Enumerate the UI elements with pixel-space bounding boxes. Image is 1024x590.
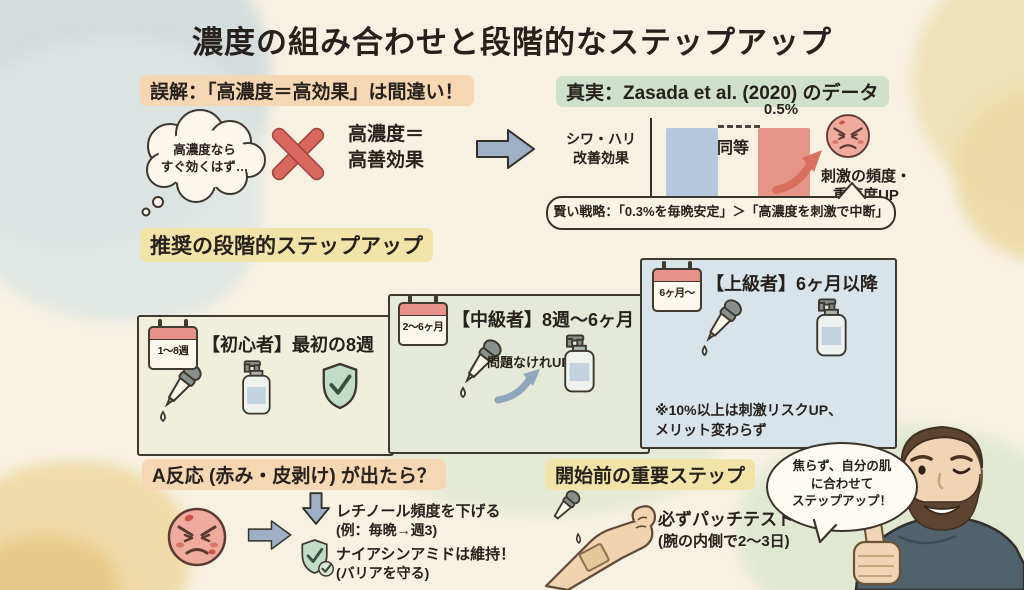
speech-bubble-tail	[812, 519, 838, 543]
truth-header: 真実：Zasada et al. (2020) のデータ	[556, 76, 889, 107]
cross-icon	[271, 127, 325, 181]
shield-check-icon	[322, 362, 358, 410]
thought-bubble-text: 高濃度なら すぐ効くはず…	[160, 143, 249, 174]
angry-face-icon	[826, 114, 870, 158]
bar-retinol-03	[666, 128, 718, 208]
stage-title-beginner: 【初心者】最初の8週	[202, 335, 375, 355]
thought-bubble	[141, 109, 266, 217]
stepup-note: 問題なけれUP	[487, 355, 571, 370]
stepup-heading: 推奨の段階的ステップアップ	[140, 228, 433, 262]
dropper-icon	[160, 363, 202, 422]
arrow-down-icon	[302, 492, 330, 525]
pump-bottle-icon	[564, 334, 595, 393]
pump-bottle-icon	[242, 360, 271, 415]
calendar-label: 2〜6ヶ月	[402, 321, 444, 333]
equal-label: 同等	[716, 140, 749, 157]
reaction-step2-note: (バリアを守る)	[336, 565, 430, 581]
dropper-icon	[460, 339, 502, 398]
arrow-right-icon	[247, 520, 292, 550]
prestart-header: 開始前の重要ステップ	[545, 459, 756, 490]
arrow-right-icon	[476, 129, 535, 169]
page-title: 濃度の組み合わせと段階的なステップアップ	[192, 25, 832, 60]
curved-arrow-up-icon	[494, 369, 540, 404]
reaction-header: A反応 (赤み・皮剥け) が出たら？	[142, 459, 446, 490]
bar-chart-plot	[650, 118, 820, 210]
curved-arrow-red-icon	[772, 150, 822, 194]
patch-test-arm-icon	[544, 490, 657, 590]
equal-dashed-line	[718, 125, 760, 128]
mascot-speech-text: 焦らず、自分の肌 に合わせて ステップアップ！	[791, 459, 892, 508]
shield-check-icon	[301, 539, 334, 577]
angry-face-icon	[167, 507, 227, 567]
calendar-icon: 1〜8週	[148, 319, 198, 370]
bar-retinol-05	[758, 128, 810, 208]
calendar-label: 6ヶ月〜	[659, 287, 695, 299]
strategy-bubble-tail	[838, 182, 866, 199]
calendar-label: 1〜8週	[157, 345, 189, 357]
calendar-icon: 2〜6ヶ月	[398, 295, 448, 346]
mascot-speech-bubble: 焦らず、自分の肌 に合わせて ステップアップ！	[766, 442, 918, 532]
reaction-step2: ナイアシンアミドは維持！	[336, 546, 516, 563]
chart-y-label: シワ・ハリ 改善効果	[566, 131, 636, 166]
strategy-bubble: 賢い戦略：「0.3%を毎晩安定」＞「高濃度を刺激で中断」	[546, 196, 896, 230]
advanced-caution-note: ※10%以上は刺激リスクUP、 メリット変わらず	[655, 402, 843, 439]
stage-title-intermediate: 【中級者】8週〜6ヶ月	[452, 310, 635, 330]
prestart-line1: 必ずパッチテスト	[658, 510, 794, 529]
mascot-man-illustration	[852, 425, 1024, 590]
pump-bottle-icon	[816, 298, 847, 357]
calendar-icon: 6ヶ月〜	[652, 261, 702, 312]
prestart-line2: (腕の内側で2〜3日)	[658, 533, 790, 550]
dropper-icon	[701, 299, 742, 356]
misconception-header: 誤解：「高濃度＝高効果」は間違い！	[140, 75, 474, 106]
reaction-step1-example: (例：毎晩→週3)	[336, 522, 438, 538]
bar-top-label: 0.5%	[763, 101, 799, 118]
reaction-step1: レチノール頻度を下げる	[336, 503, 501, 520]
stage-title-advanced: 【上級者】6ヶ月以降	[706, 274, 879, 294]
misconception-equation: 高濃度＝ 高善効果	[348, 124, 425, 171]
